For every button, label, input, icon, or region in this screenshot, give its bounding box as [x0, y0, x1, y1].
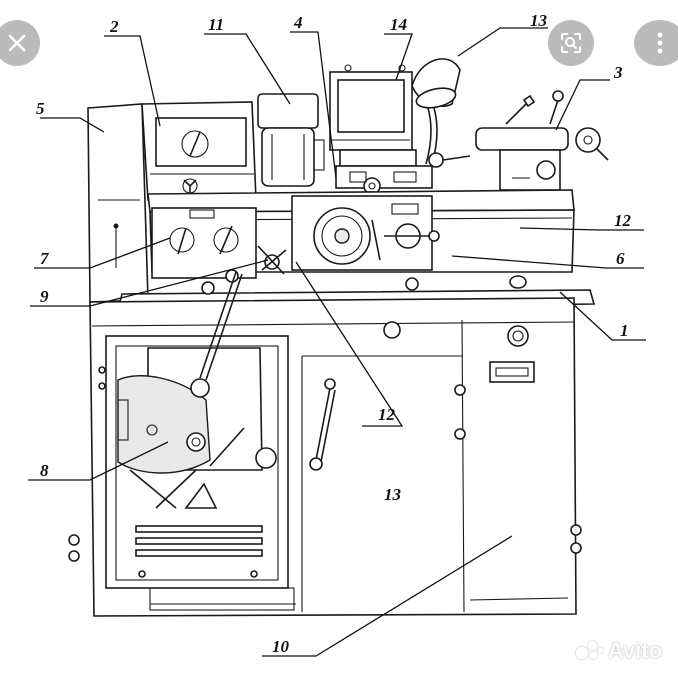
- avito-logo-icon: [574, 639, 604, 663]
- label-12-right: 12: [614, 211, 632, 230]
- label-4: 4: [293, 13, 303, 32]
- close-icon: [8, 34, 26, 52]
- watermark-text: Avito: [607, 638, 662, 663]
- work-lamp: [411, 58, 461, 165]
- apron: [291, 195, 440, 271]
- feed-gearbox: [151, 207, 257, 279]
- feed-lever: [225, 245, 287, 283]
- label-7: 7: [40, 249, 50, 268]
- close-button[interactable]: [0, 20, 40, 66]
- label-13-cabinet: 13: [384, 485, 402, 504]
- label-8: 8: [40, 461, 49, 480]
- label-9: 9: [40, 287, 49, 306]
- lens-icon: [561, 33, 581, 53]
- lens-search-button[interactable]: [548, 20, 594, 66]
- leader-lines: [28, 27, 646, 657]
- cabinet-lever: [309, 378, 336, 471]
- speed-gearbox: [141, 101, 257, 201]
- avito-watermark: Avito: [574, 638, 662, 664]
- headstock-housing: [87, 103, 149, 303]
- more-vertical-icon: [657, 32, 663, 54]
- part-labels: 5 2 11 4 14 13 3 12 6 1 7 9 12 8 13 10: [36, 11, 632, 656]
- label-6: 6: [616, 249, 625, 268]
- gear-cover-door: [105, 271, 289, 589]
- display-screen: [329, 64, 417, 167]
- label-11: 11: [208, 15, 224, 34]
- more-options-button[interactable]: [634, 20, 678, 66]
- label-10: 10: [272, 637, 290, 656]
- motor-unit: [257, 93, 325, 187]
- label-14: 14: [390, 15, 407, 34]
- label-13-top: 13: [530, 11, 548, 30]
- label-12-center: 12: [378, 405, 396, 424]
- label-5: 5: [36, 99, 45, 118]
- tailstock: [475, 90, 609, 191]
- label-2: 2: [109, 17, 119, 36]
- label-3: 3: [613, 63, 623, 82]
- label-1: 1: [620, 321, 629, 340]
